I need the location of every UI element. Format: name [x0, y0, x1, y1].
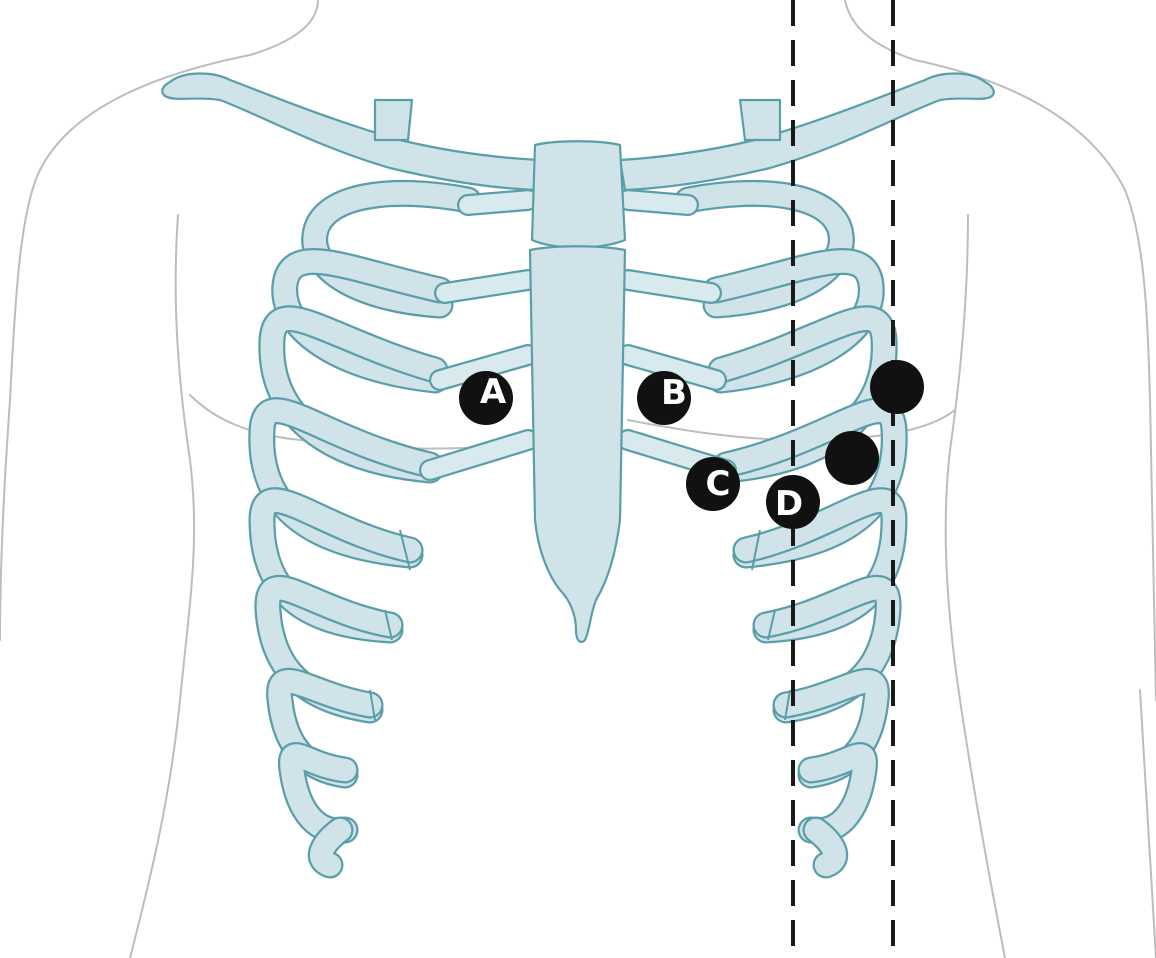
- scapula-left: [373, 98, 414, 142]
- electrode-label-d: D: [775, 484, 803, 524]
- sternum: [528, 140, 627, 644]
- electrode-markers: A B C D: [459, 360, 924, 529]
- clavicle-left: [161, 72, 542, 192]
- electrode-marker-5: [825, 431, 879, 485]
- shoulder-left-line: [0, 54, 251, 641]
- ribs-left: [248, 179, 482, 879]
- armpit-right-line: [944, 214, 1006, 958]
- sternum-body: [528, 245, 627, 644]
- neck-left-line: [249, 0, 319, 56]
- neck-right-line: [844, 0, 916, 61]
- clavicle-right: [618, 72, 995, 192]
- electrode-marker-c: C: [686, 457, 740, 511]
- manubrium: [530, 140, 627, 249]
- ribs-right: [674, 179, 908, 879]
- arm-right-line: [1139, 689, 1156, 958]
- electrode-label-a: A: [480, 372, 507, 412]
- armpit-left-line: [129, 214, 196, 958]
- electrode-marker-a: A: [459, 371, 513, 425]
- electrode-label-b: B: [661, 373, 687, 413]
- scapula-right: [738, 98, 782, 142]
- electrode-marker-d: D: [766, 475, 820, 529]
- electrode-marker-b: B: [637, 371, 691, 425]
- electrode-marker-6: [870, 360, 924, 414]
- shoulder-right-line: [914, 59, 1156, 701]
- clavicles: [161, 72, 995, 192]
- electrode-label-c: C: [706, 464, 731, 504]
